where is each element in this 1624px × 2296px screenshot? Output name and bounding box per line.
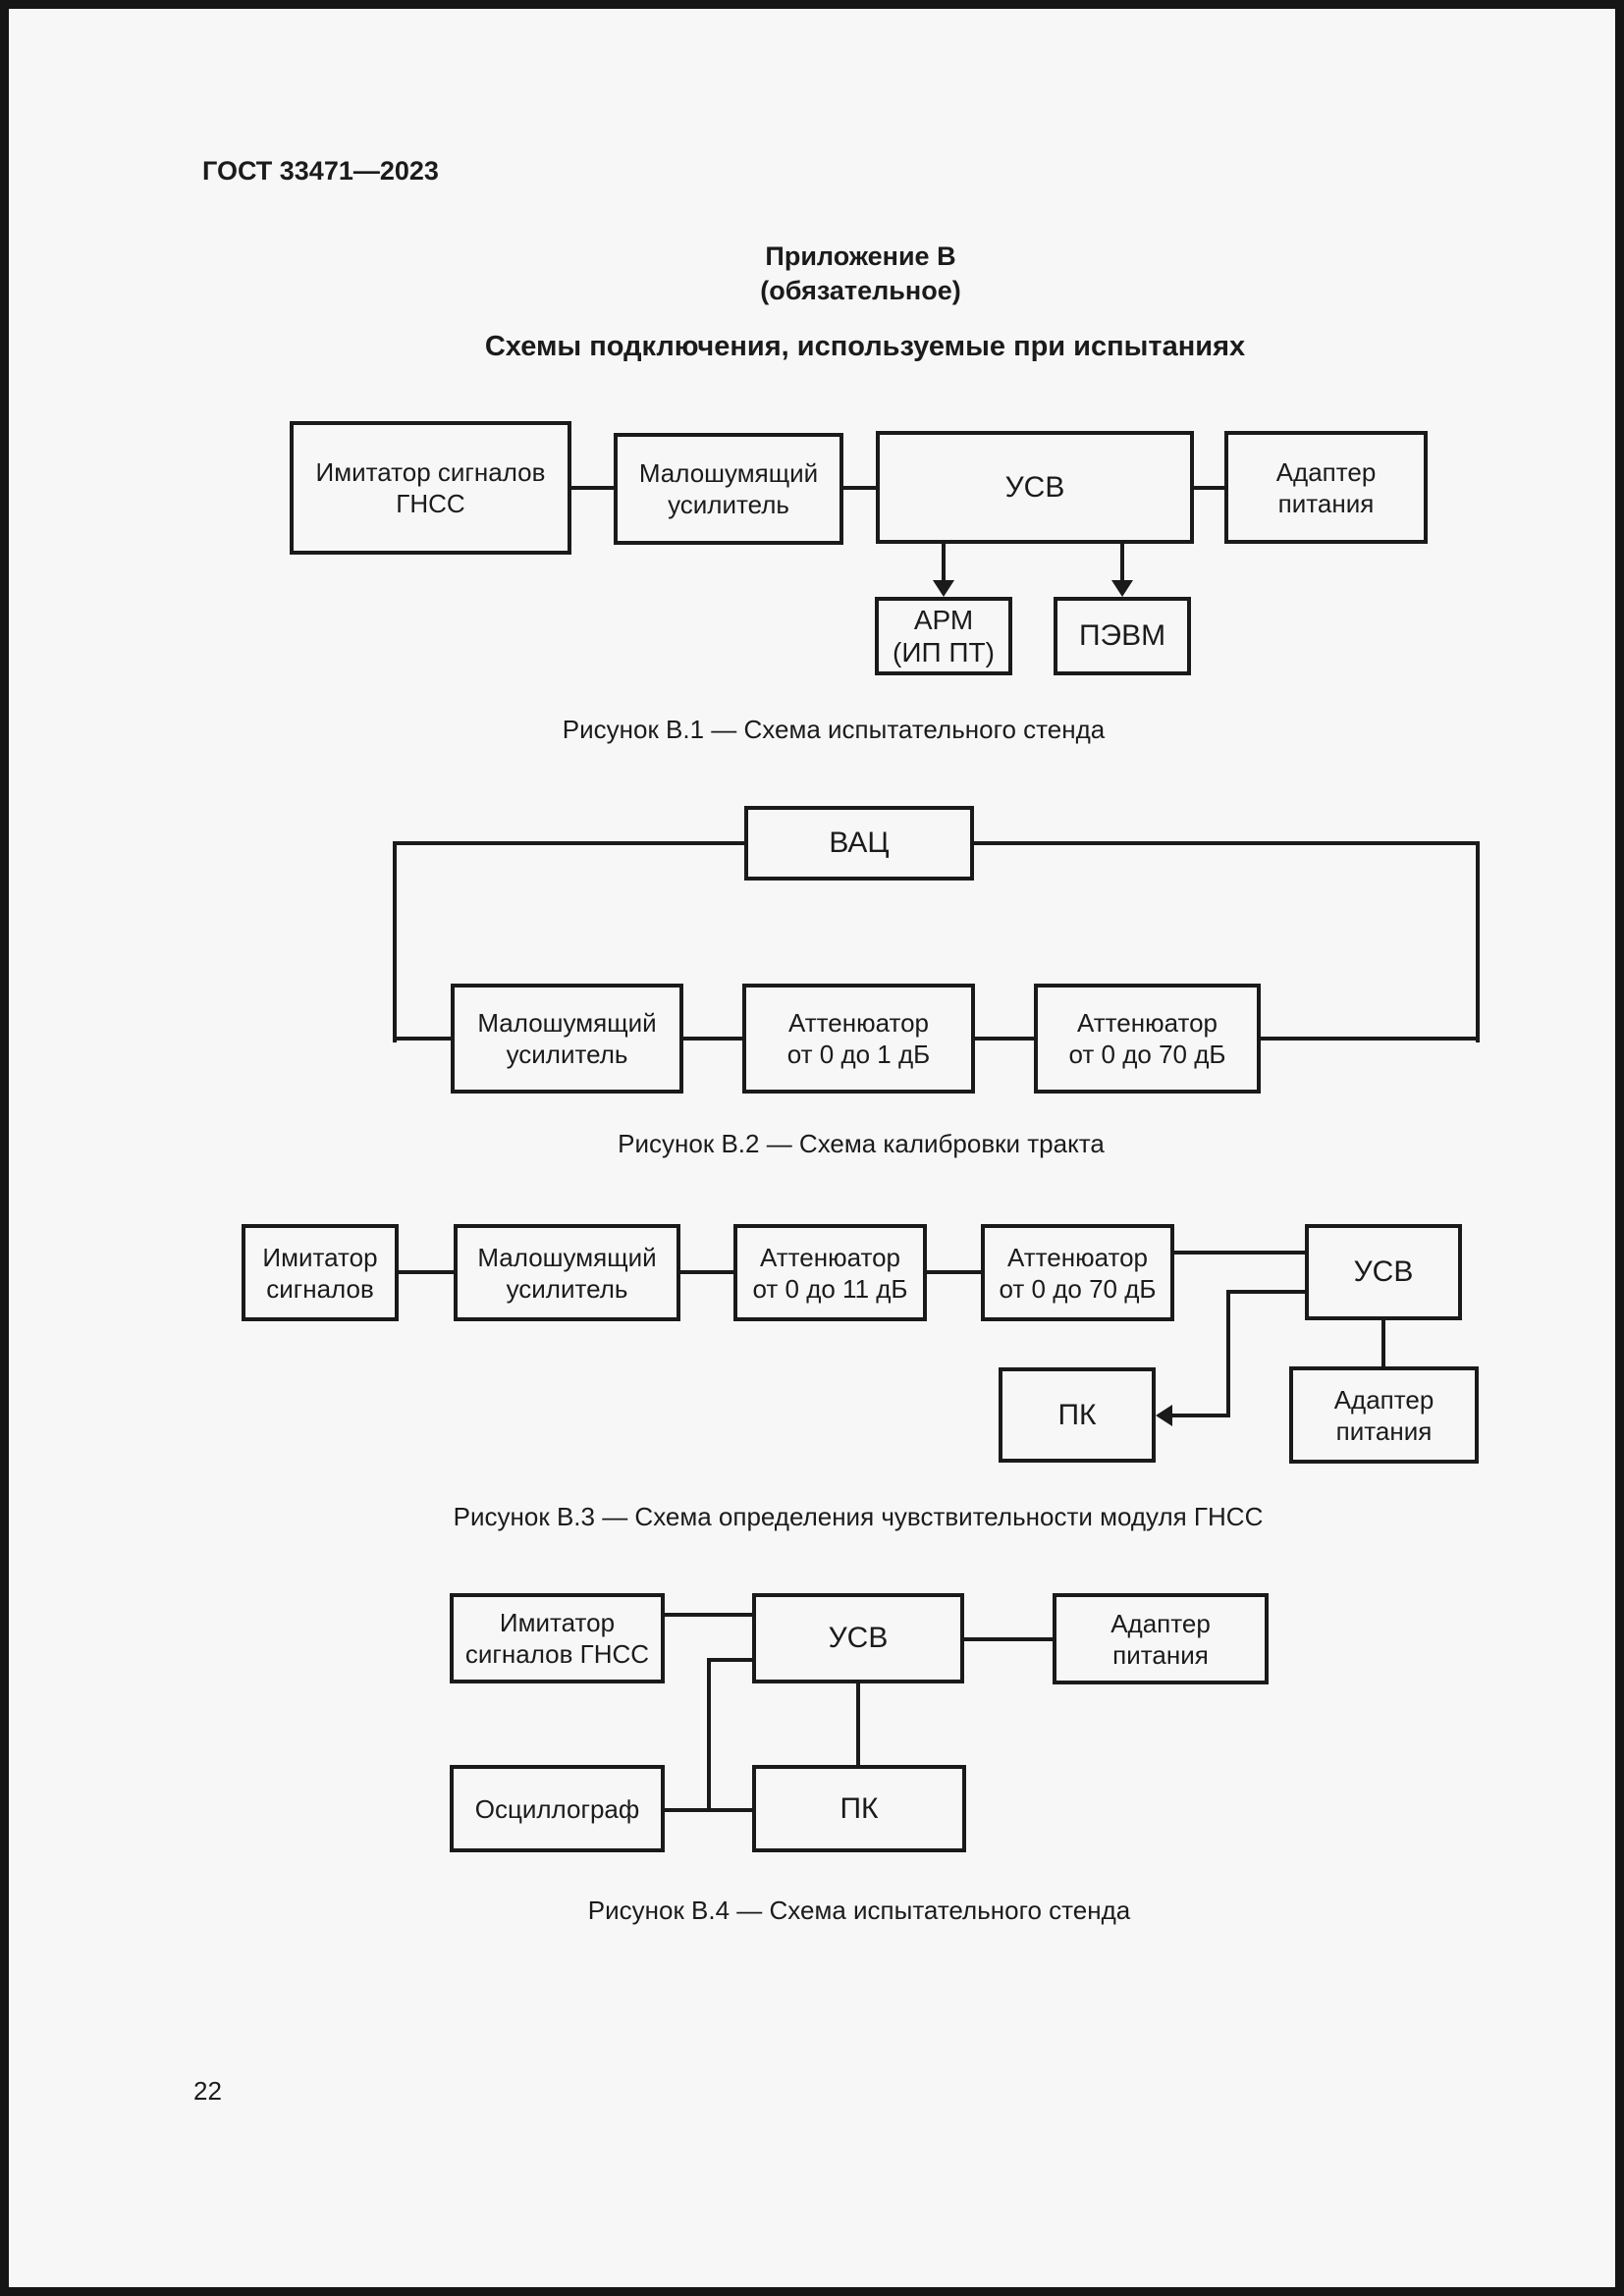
connector-line (1226, 1290, 1305, 1294)
connector-line (399, 1270, 454, 1274)
connector-line (974, 841, 1480, 845)
connector-line (1226, 1290, 1230, 1417)
connector-line (1381, 1320, 1385, 1366)
b2-block-att-0-70: Аттенюатор от 0 до 70 дБ (1034, 984, 1261, 1094)
b3-block-pk: ПК (999, 1367, 1156, 1463)
b4-block-oscilloscope: Осциллограф (450, 1765, 665, 1852)
b3-block-att-0-11: Аттенюатор от 0 до 11 дБ (733, 1224, 927, 1321)
b1-block-lna: Малошумящий усилитель (614, 433, 843, 545)
figure-b4-caption: Рисунок В.4 — Схема испытательного стенд… (587, 1896, 1131, 1925)
b1-block-pevm: ПЭВМ (1054, 597, 1191, 675)
b3-block-simulator: Имитатор сигналов (242, 1224, 399, 1321)
b1-block-power-adapter: Адаптер питания (1224, 431, 1428, 544)
page-number: 22 (193, 2076, 222, 2106)
connector-line (680, 1270, 733, 1274)
section-title: Схемы подключения, используемые при испы… (484, 331, 1246, 362)
b3-block-usv: УСВ (1305, 1224, 1462, 1320)
b3-block-power-adapter: Адаптер питания (1289, 1366, 1479, 1464)
b3-block-lna: Малошумящий усилитель (454, 1224, 680, 1321)
b2-block-vna: ВАЦ (744, 806, 974, 881)
connector-line (709, 1658, 752, 1662)
connector-line (942, 544, 946, 583)
connector-line (1120, 544, 1124, 583)
arrowhead-down-icon (933, 580, 954, 597)
connector-line (843, 486, 876, 490)
arrowhead-left-icon (1156, 1405, 1172, 1426)
connector-line (1476, 841, 1480, 1042)
connector-line (856, 1683, 860, 1765)
connector-line (665, 1613, 752, 1617)
b1-block-usv: УСВ (876, 431, 1194, 544)
connector-line (571, 486, 614, 490)
appendix-label: Приложение В (765, 241, 956, 271)
appendix-type: (обязательное) (760, 276, 961, 305)
b2-block-lna: Малошумящий усилитель (451, 984, 683, 1094)
connector-line (975, 1037, 1034, 1041)
connector-line (707, 1658, 711, 1812)
arrowhead-down-icon (1111, 580, 1133, 597)
connector-line (1261, 1037, 1480, 1041)
connector-line (964, 1637, 1053, 1641)
connector-line (683, 1037, 742, 1041)
figure-b3-caption: Рисунок В.3 — Схема определения чувствит… (453, 1502, 1264, 1531)
b1-block-arm: АРМ (ИП ПТ) (875, 597, 1012, 675)
b4-block-gnss-simulator: Имитатор сигналов ГНСС (450, 1593, 665, 1683)
standard-reference: ГОСТ 33471—2023 (202, 156, 439, 186)
b3-block-att-0-70: Аттенюатор от 0 до 70 дБ (981, 1224, 1174, 1321)
connector-line (927, 1270, 981, 1274)
b4-block-power-adapter: Адаптер питания (1053, 1593, 1269, 1684)
connector-line (393, 1037, 453, 1041)
b1-block-gnss-simulator: Имитатор сигналов ГНСС (290, 421, 571, 555)
figure-b1-caption: Рисунок В.1 — Схема испытательного стенд… (562, 715, 1106, 744)
connector-line (665, 1808, 752, 1812)
figure-b2-caption: Рисунок В.2 — Схема калибровки тракта (618, 1129, 1105, 1158)
b2-block-att-0-1: Аттенюатор от 0 до 1 дБ (742, 984, 975, 1094)
connector-line (1174, 1251, 1305, 1255)
b4-block-pk: ПК (752, 1765, 966, 1852)
connector-line (393, 841, 746, 845)
connector-line (1194, 486, 1224, 490)
b4-block-usv: УСВ (752, 1593, 964, 1683)
connector-line (393, 841, 397, 1042)
connector-line (1171, 1414, 1230, 1417)
